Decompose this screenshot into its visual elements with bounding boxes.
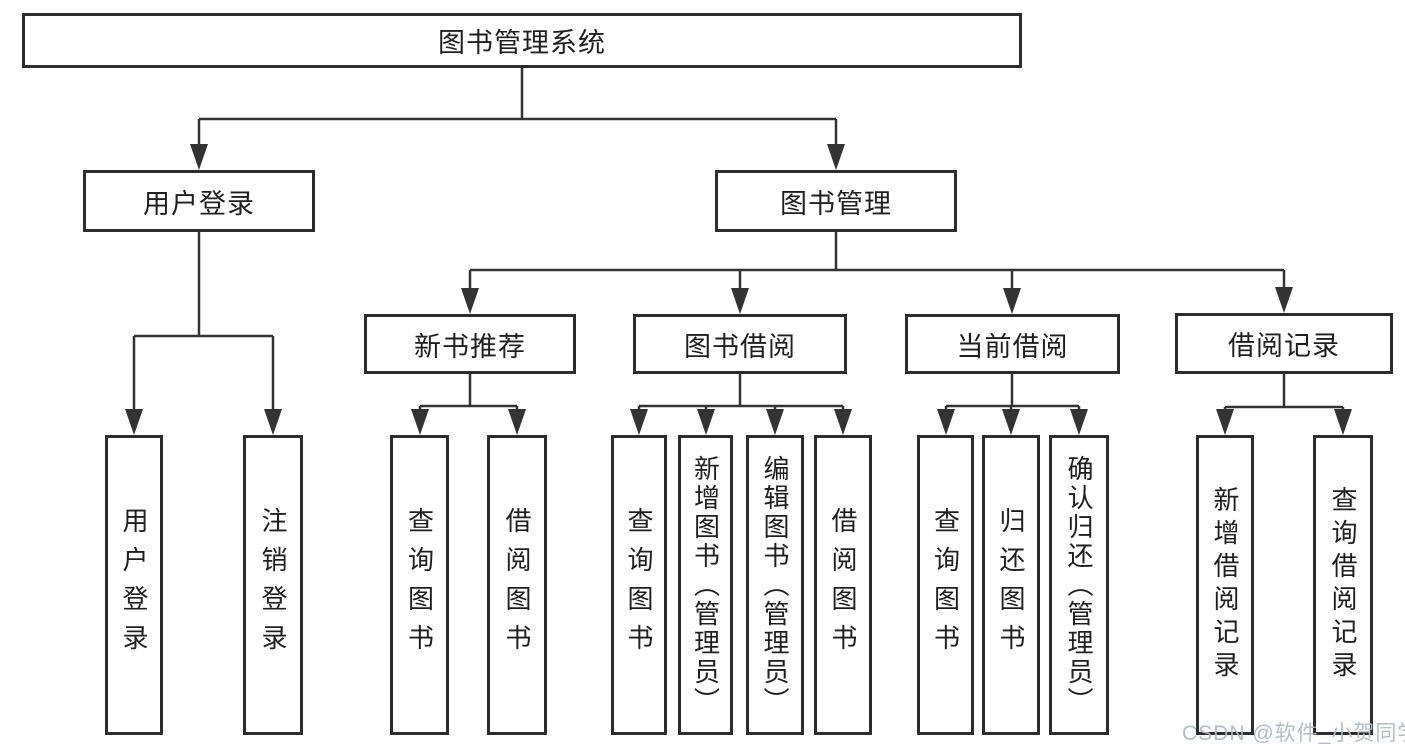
leaf-borrow-books-borrowing-label: 借阅图书 — [828, 507, 858, 663]
node-new-book-recommend-label: 新书推荐 — [414, 331, 526, 362]
leaf-add-borrow-record-label: 新增借阅记录 — [1210, 486, 1240, 684]
node-user-login: 用户登录 — [83, 170, 315, 232]
leaf-query-borrow-record-label: 查询借阅记录 — [1328, 486, 1358, 684]
node-user-login-label: 用户登录 — [143, 188, 255, 219]
leaf-edit-book-admin-label: 编辑图书（管理员） — [760, 454, 790, 716]
node-book-borrowing-label: 图书借阅 — [684, 331, 796, 362]
node-current-borrowing: 当前借阅 — [905, 314, 1120, 374]
node-new-book-recommend: 新书推荐 — [364, 314, 576, 374]
leaf-add-book-admin: 新增图书（管理员） — [678, 435, 733, 735]
leaf-confirm-return-admin-label: 确认归还（管理员） — [1064, 454, 1094, 716]
node-root-label: 图书管理系统 — [438, 28, 606, 58]
node-book-management: 图书管理 — [715, 170, 957, 232]
node-root: 图书管理系统 — [22, 13, 1022, 68]
leaf-user-login-label: 用户登录 — [119, 507, 149, 663]
leaf-return-books-label: 归还图书 — [996, 507, 1026, 663]
leaf-borrow-books-recommend: 借阅图书 — [487, 435, 547, 735]
leaf-add-borrow-record: 新增借阅记录 — [1196, 435, 1254, 735]
leaf-query-borrow-record: 查询借阅记录 — [1313, 435, 1373, 735]
node-borrowing-records: 借阅记录 — [1175, 313, 1393, 374]
leaf-query-books-recommend-label: 查询图书 — [404, 507, 435, 663]
node-current-borrowing-label: 当前借阅 — [956, 331, 1069, 362]
leaf-borrow-books-borrowing: 借阅图书 — [814, 435, 872, 735]
leaf-add-book-admin-label: 新增图书（管理员） — [690, 454, 721, 716]
node-book-management-label: 图书管理 — [780, 188, 892, 219]
leaf-edit-book-admin: 编辑图书（管理员） — [746, 435, 804, 735]
leaf-logout-label: 注销登录 — [258, 507, 288, 663]
leaf-query-books-borrowing: 查询图书 — [611, 435, 667, 735]
leaf-query-books-current-label: 查询图书 — [930, 507, 961, 663]
node-borrowing-records-label: 借阅记录 — [1228, 331, 1340, 361]
leaf-query-books-borrowing-label: 查询图书 — [624, 507, 654, 663]
csdn-watermark: CSDN @软件_小贺同学 — [1182, 722, 1405, 745]
node-book-borrowing: 图书借阅 — [633, 314, 847, 374]
leaf-query-books-recommend: 查询图书 — [390, 435, 449, 735]
leaf-query-books-current: 查询图书 — [917, 435, 974, 735]
leaf-confirm-return-admin: 确认归还（管理员） — [1049, 435, 1109, 735]
leaf-return-books: 归还图书 — [982, 435, 1040, 735]
leaf-borrow-books-recommend-label: 借阅图书 — [502, 507, 532, 663]
leaf-logout: 注销登录 — [243, 435, 303, 735]
leaf-user-login: 用户登录 — [105, 435, 163, 735]
